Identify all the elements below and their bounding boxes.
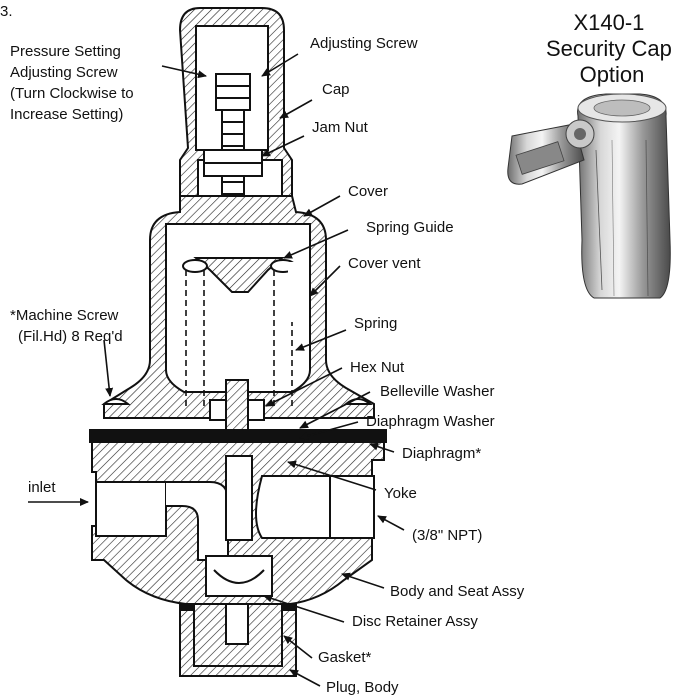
label-npt: (3/8" NPT) — [412, 527, 482, 544]
label-disc-retainer-assy: Disc Retainer Assy — [352, 613, 478, 630]
inlet-port — [95, 481, 167, 537]
security-cap-option: X140-1 Security Cap Option — [507, 10, 678, 299]
machine-screw — [101, 398, 373, 405]
label-inlet: inlet — [28, 479, 56, 496]
security-cap-title: X140-1 Security Cap Option — [546, 10, 678, 87]
leader-lines — [28, 53, 405, 687]
label-spring: Spring — [354, 315, 397, 332]
label-plug-body: Plug, Body — [326, 679, 399, 696]
valve-drawing — [89, 7, 387, 677]
cover-vent — [288, 262, 298, 322]
label-yoke: Yoke — [384, 485, 417, 502]
diaphragm — [89, 429, 387, 443]
label-pressure-setting: Pressure Setting Adjusting Screw (Turn C… — [10, 43, 138, 123]
label-cover: Cover — [348, 183, 388, 200]
label-jam-nut: Jam Nut — [312, 119, 369, 136]
label-machine-screw: *Machine Screw (Fil.Hd) 8 Req'd — [10, 307, 123, 345]
label-adjusting-screw: Adjusting Screw — [310, 35, 418, 52]
label-belleville-washer: Belleville Washer — [380, 383, 495, 400]
label-diaphragm-washer: Diaphragm Washer — [366, 413, 495, 430]
label-body-seat-assy: Body and Seat Assy — [390, 583, 525, 600]
adjusting-screw — [215, 73, 251, 111]
spring-guide — [193, 257, 285, 293]
label-gasket: Gasket* — [318, 649, 372, 666]
gasket — [179, 603, 195, 611]
security-cap-photo — [577, 93, 671, 299]
label-diaphragm: Diaphragm* — [402, 445, 481, 462]
label-cover-vent: Cover vent — [348, 255, 421, 272]
label-hex-nut: Hex Nut — [350, 359, 405, 376]
label-cap: Cap — [322, 81, 350, 98]
outlet-port — [329, 475, 375, 539]
callout-labels: Pressure Setting Adjusting Screw (Turn C… — [10, 35, 525, 696]
yoke — [225, 455, 253, 541]
figure-number: 3. — [0, 3, 13, 20]
label-spring-guide: Spring Guide — [366, 219, 454, 236]
